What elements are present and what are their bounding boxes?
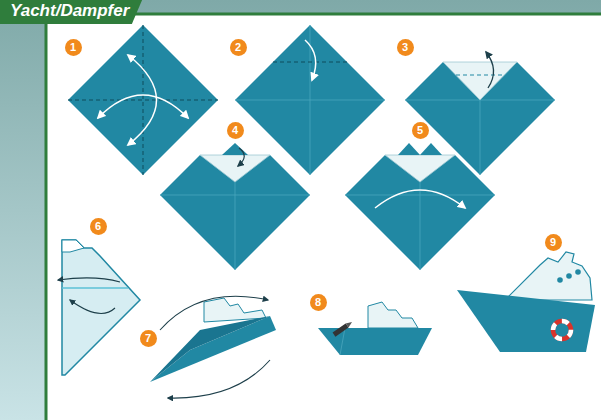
step-label: 2 xyxy=(235,42,241,53)
step-6-figure xyxy=(58,240,140,375)
step-1-figure xyxy=(68,25,218,175)
step-number: 1 xyxy=(65,39,82,56)
step-7-figure xyxy=(150,296,276,398)
step-number: 8 xyxy=(310,294,327,311)
step-label: 1 xyxy=(70,42,76,53)
title-banner: Yacht/Dampfer xyxy=(0,0,143,24)
step-label: 8 xyxy=(315,297,321,308)
step-8-figure xyxy=(318,302,432,355)
step-5-figure xyxy=(345,143,495,270)
step-number: 6 xyxy=(90,218,107,235)
step-number: 7 xyxy=(140,330,157,347)
step-number: 2 xyxy=(230,39,247,56)
step-label: 5 xyxy=(417,125,423,136)
step-label: 7 xyxy=(145,333,151,344)
step-label: 4 xyxy=(232,125,238,136)
step-number: 4 xyxy=(227,122,244,139)
step-number: 5 xyxy=(412,122,429,139)
step-label: 9 xyxy=(550,237,556,248)
step-4-figure xyxy=(160,143,310,270)
step-label: 3 xyxy=(402,42,408,53)
step-number: 9 xyxy=(545,234,562,251)
step-9-figure xyxy=(457,252,595,352)
step-2-figure xyxy=(235,25,385,175)
step-number: 3 xyxy=(397,39,414,56)
step-label: 6 xyxy=(95,221,101,232)
frame xyxy=(46,14,601,420)
pencil xyxy=(333,320,354,337)
